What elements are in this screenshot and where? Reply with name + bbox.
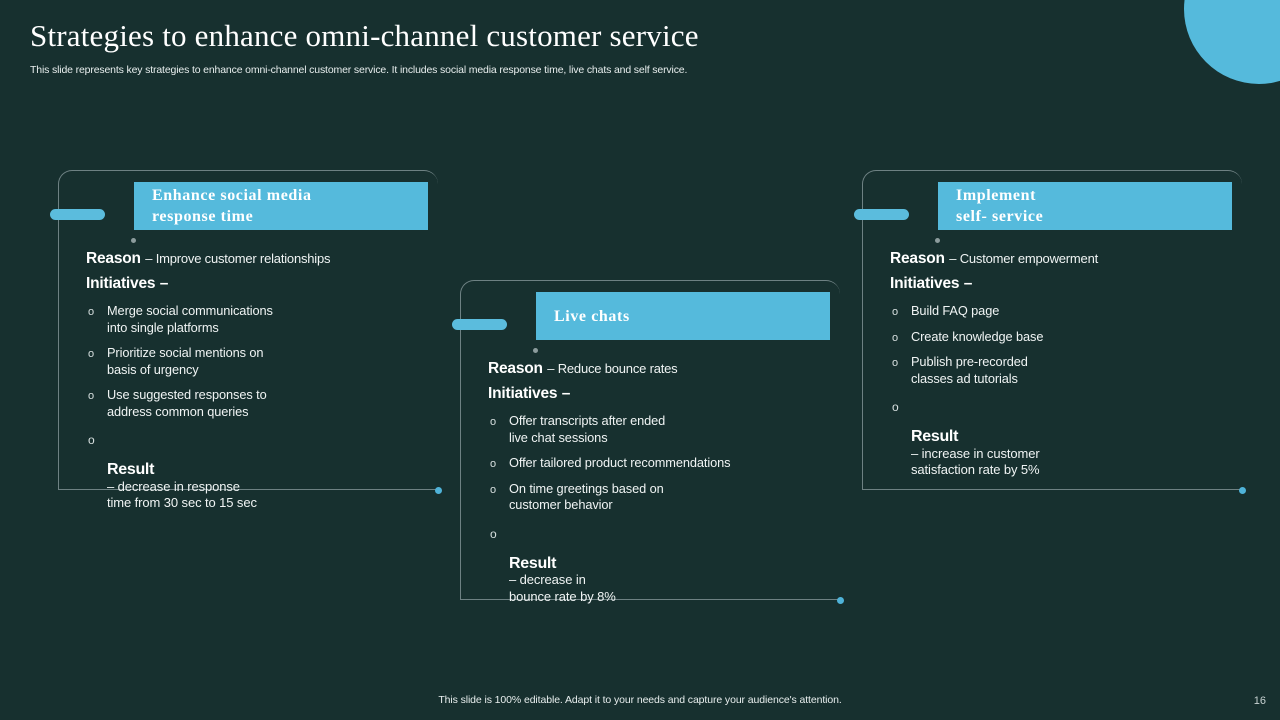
- result-item: o Result – increase in customer satisfac…: [890, 396, 1240, 479]
- result-label: Result: [107, 461, 155, 478]
- card-body: Reason – Reduce bounce rates Initiatives…: [488, 360, 838, 614]
- card-frame-end-dot: [837, 597, 844, 604]
- reason-line: Reason – Improve customer relationships: [86, 250, 436, 268]
- card-body: Reason – Customer empowerment Initiative…: [890, 250, 1240, 488]
- list-item: o Build FAQ page: [890, 303, 1240, 320]
- card-title: Implement self- service: [956, 187, 1044, 225]
- result-item: o Result – decrease in response time fro…: [86, 429, 436, 512]
- reason-line: Reason – Customer empowerment: [890, 250, 1240, 268]
- card-frame-end-dot: [435, 487, 442, 494]
- bullet-marker-icon: o: [490, 526, 497, 541]
- bullet-marker-icon: o: [892, 400, 899, 414]
- list-item: o Offer tailored product recommendations: [488, 455, 838, 472]
- bullet-marker-icon: o: [490, 458, 497, 470]
- card-accent-pill: [854, 209, 909, 220]
- bullet-marker-icon: o: [892, 331, 899, 344]
- list-item-text: Prioritize social mentions on basis of u…: [107, 345, 264, 377]
- list-item-text: Publish pre-recorded classes ad tutorial…: [911, 354, 1028, 386]
- list-item: o On time greetings based on customer beh…: [488, 481, 838, 514]
- card-frame: [862, 170, 1242, 490]
- reason-value: – Improve customer relationships: [145, 251, 331, 266]
- card-frame: [460, 280, 840, 600]
- result-item: o Result – decrease in bounce rate by 8%: [488, 523, 838, 606]
- reason-line: Reason – Reduce bounce rates: [488, 360, 838, 378]
- initiatives-dash: –: [561, 385, 571, 402]
- initiatives-line: Initiatives –: [86, 275, 436, 293]
- initiatives-label: Initiatives: [488, 385, 558, 402]
- strategy-card-2[interactable]: Live chats Reason – Reduce bounce rates …: [452, 280, 850, 605]
- bullet-marker-icon: o: [490, 483, 497, 496]
- list-item: o Prioritize social mentions on basis of …: [86, 345, 436, 378]
- card-frame: [58, 170, 438, 490]
- reason-label: Reason: [890, 250, 945, 267]
- strategy-card-1[interactable]: Enhance social media response time Reaso…: [50, 170, 448, 510]
- result-value: – increase in customer satisfaction rate…: [911, 445, 1040, 478]
- list-item-text: Build FAQ page: [911, 303, 1000, 318]
- card-header-banner: Implement self- service: [938, 182, 1232, 230]
- initiatives-line: Initiatives –: [890, 275, 1240, 293]
- initiatives-list: o Merge social communications into single…: [86, 303, 436, 512]
- reason-label: Reason: [86, 250, 141, 267]
- page-subtitle: This slide represents key strategies to …: [30, 64, 688, 76]
- decorative-corner-circle: [1184, 0, 1280, 84]
- result-value: – decrease in response time from 30 sec …: [107, 478, 257, 511]
- initiatives-dash: –: [159, 275, 169, 292]
- page-number: 16: [1253, 695, 1266, 707]
- list-item: o Offer transcripts after ended live chat…: [488, 413, 838, 446]
- list-item: o Create knowledge base: [890, 329, 1240, 346]
- bullet-marker-icon: o: [88, 348, 95, 360]
- bullet-marker-icon: o: [88, 306, 95, 318]
- list-item-text: Merge social communications into single …: [107, 303, 273, 335]
- bullet-marker-icon: o: [490, 416, 497, 428]
- initiatives-label: Initiatives: [86, 275, 156, 292]
- list-item-text: Offer tailored product recommendations: [509, 455, 731, 470]
- reason-value: – Reduce bounce rates: [547, 361, 678, 376]
- bullet-marker-icon: o: [88, 433, 95, 447]
- card-header-banner: Enhance social media response time: [134, 182, 428, 230]
- bullet-marker-icon: o: [892, 357, 899, 369]
- strategy-card-3[interactable]: Implement self- service Reason – Custome…: [854, 170, 1252, 495]
- card-frame-end-dot: [1239, 487, 1246, 494]
- footer-note: This slide is 100% editable. Adapt it to…: [438, 694, 842, 706]
- initiatives-label: Initiatives: [890, 275, 960, 292]
- initiatives-list: o Offer transcripts after ended live chat…: [488, 413, 838, 605]
- bullet-marker-icon: o: [892, 306, 899, 318]
- page-title: Strategies to enhance omni-channel custo…: [30, 18, 699, 53]
- list-item-text: On time greetings based on customer beha…: [509, 480, 664, 513]
- card-head-anchor-dot: [533, 348, 538, 353]
- card-accent-pill: [50, 209, 105, 220]
- list-item: o Publish pre-recorded classes ad tutoria…: [890, 354, 1240, 387]
- list-item: o Merge social communications into single…: [86, 303, 436, 336]
- card-body: Reason – Improve customer relationships …: [86, 250, 436, 521]
- result-label: Result: [509, 554, 557, 572]
- list-item: o Use suggested responses to address comm…: [86, 387, 436, 420]
- result-value: – decrease in bounce rate by 8%: [509, 572, 616, 604]
- initiatives-dash: –: [963, 275, 973, 292]
- list-item-text: Offer transcripts after ended live chat …: [509, 413, 666, 445]
- list-item-text: Create knowledge base: [911, 328, 1044, 344]
- card-header-banner: Live chats: [536, 292, 830, 340]
- card-accent-pill: [452, 319, 507, 330]
- slide-header: Strategies to enhance omni-channel custo…: [30, 18, 699, 76]
- card-head-anchor-dot: [131, 238, 136, 243]
- card-title: Enhance social media response time: [152, 187, 312, 225]
- reason-value: – Customer empowerment: [949, 251, 1099, 266]
- list-item-text: Use suggested responses to address commo…: [107, 387, 267, 419]
- reason-label: Reason: [488, 360, 543, 377]
- result-label: Result: [911, 428, 959, 445]
- card-title: Live chats: [554, 307, 630, 325]
- bullet-marker-icon: o: [88, 390, 95, 402]
- card-head-anchor-dot: [935, 238, 940, 243]
- initiatives-line: Initiatives –: [488, 385, 838, 403]
